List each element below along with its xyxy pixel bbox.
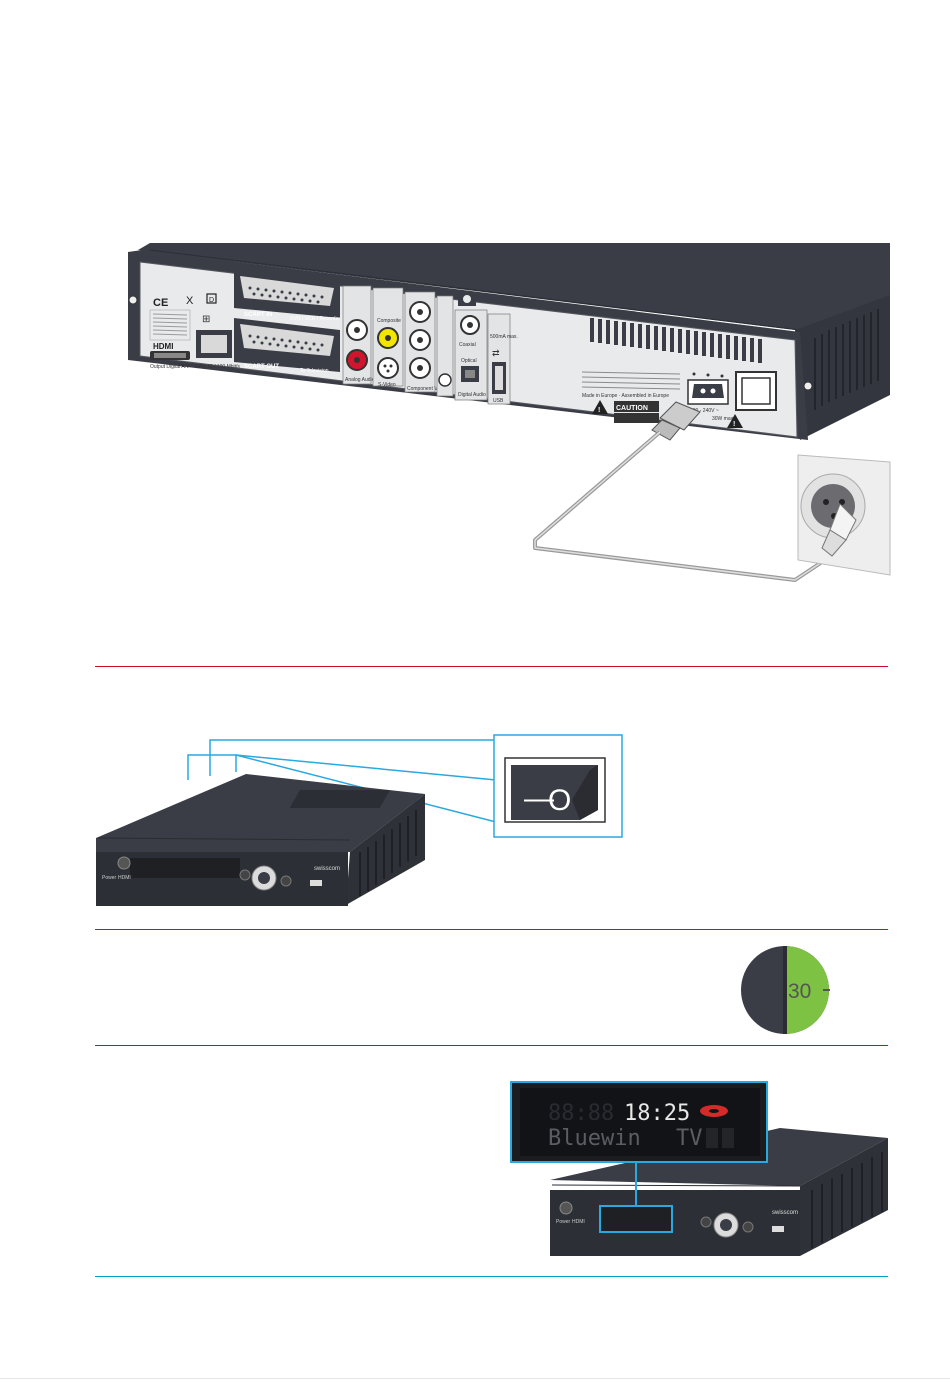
class2-mark: D bbox=[209, 297, 214, 304]
front-power-button[interactable] bbox=[117, 856, 131, 870]
manufacture-text: Made in Europe · Assembled in Europe bbox=[582, 393, 669, 399]
display-unit-usb-port[interactable] bbox=[772, 1226, 784, 1232]
svideo-port[interactable] bbox=[377, 357, 399, 379]
timer-dial: 30 bbox=[741, 946, 830, 1034]
display-placeholder-digits: 88:88 bbox=[548, 1101, 614, 1126]
svg-text:!: ! bbox=[733, 421, 735, 428]
component-label: Component Video bbox=[407, 386, 447, 392]
display-unit-power-label: Power bbox=[556, 1219, 571, 1225]
power-rating-label: 30W max bbox=[712, 416, 734, 422]
warning-icon-2 bbox=[727, 414, 743, 428]
display-channel: Bluewin bbox=[548, 1126, 641, 1151]
coaxial-label: Coaxial bbox=[459, 342, 476, 348]
scart-out-label: SCART OUT bbox=[244, 364, 279, 370]
composite-label: Composite bbox=[377, 318, 401, 324]
display-highlight-box bbox=[599, 1205, 673, 1233]
display-time: 18:25 bbox=[624, 1101, 690, 1126]
display-unit-button-left[interactable] bbox=[700, 1216, 712, 1228]
scart-in-label: SCART IN bbox=[244, 312, 272, 318]
section-divider-2 bbox=[95, 929, 888, 930]
display-unit-face bbox=[550, 1190, 800, 1256]
aux-jack[interactable] bbox=[438, 373, 452, 387]
section-divider-1 bbox=[95, 666, 888, 667]
power-cable bbox=[533, 430, 830, 582]
front-unit-side bbox=[346, 794, 425, 905]
section-divider-3 bbox=[95, 1045, 888, 1046]
display-unit-button-right[interactable] bbox=[742, 1221, 754, 1233]
device-top bbox=[138, 243, 890, 330]
display-channel-suffix: TV bbox=[676, 1126, 703, 1151]
switch-on-symbol: — bbox=[524, 782, 554, 815]
front-button-left[interactable] bbox=[239, 869, 251, 881]
svg-text:!: ! bbox=[598, 407, 600, 414]
digital-audio-caption: Digital Audio bbox=[458, 392, 486, 398]
usb-caption: USB bbox=[493, 398, 504, 404]
display-illustration: Power HDMI swisscom 88:88 18:25 Bluewin … bbox=[510, 1081, 888, 1256]
switch-off-symbol: O bbox=[548, 784, 571, 817]
front-brand: swisscom bbox=[314, 866, 340, 872]
section-divider-4 bbox=[95, 1276, 888, 1277]
front-unit-illustration: — O Power HDMI swisscom bbox=[96, 734, 623, 906]
display-unit-hdmi-label: HDMI bbox=[572, 1219, 585, 1225]
warning-icon bbox=[592, 400, 608, 414]
ce-mark: CE bbox=[153, 297, 168, 309]
scart-in-sub: DVR / VCR / Recorder bbox=[290, 316, 340, 322]
usb-icon: ⇄ bbox=[492, 348, 500, 358]
optical-label: Optical bbox=[461, 358, 477, 364]
voltage-label: 100 - 240V ~ bbox=[690, 408, 719, 414]
network-icon: ⊞ bbox=[202, 314, 210, 325]
caution-label: CAUTION bbox=[616, 405, 648, 412]
usb-max-label: 500mA max. bbox=[490, 334, 518, 340]
callout-bracket-inner bbox=[187, 754, 237, 780]
timer-progress-fill bbox=[785, 946, 829, 1034]
front-button-right[interactable] bbox=[280, 875, 292, 887]
hdmi-caption: Output Digital A/V bbox=[150, 364, 190, 370]
front-usb-port[interactable] bbox=[310, 880, 322, 886]
svideo-label: S-Video bbox=[378, 382, 396, 388]
timer-value: 30 bbox=[788, 980, 811, 1003]
front-power-label: Power bbox=[102, 875, 117, 881]
hdmi-logo: HDMI bbox=[153, 342, 173, 351]
page-bottom-line bbox=[0, 1378, 950, 1379]
audio-caption: Analog Audio bbox=[345, 377, 375, 383]
display-unit-power-button[interactable] bbox=[559, 1201, 573, 1215]
front-hdmi-label: HDMI bbox=[118, 875, 131, 881]
weee-mark: X bbox=[186, 295, 194, 307]
rear-panel-illustration: CE X D HDMI Output Digital A/V ⊞ LAN 10 … bbox=[128, 243, 891, 582]
display-unit-brand: swisscom bbox=[772, 1210, 798, 1216]
scart-out-sub: To Television bbox=[300, 368, 329, 374]
lan-caption: LAN 10 / 100 Mbit/s bbox=[196, 364, 240, 370]
